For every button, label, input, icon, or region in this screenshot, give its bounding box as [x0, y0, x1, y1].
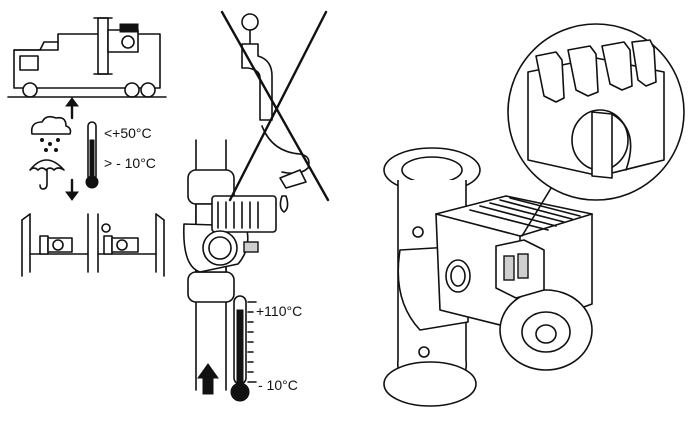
storage-min-temp-label: > - 10°C — [104, 155, 156, 171]
flow-direction-arrow-icon — [197, 363, 219, 395]
fluid-thermometer-icon — [230, 295, 257, 402]
umbrella-icon — [29, 159, 65, 190]
fluid-min-temp-label: - 10°C — [258, 377, 298, 393]
fluid-max-temp-label: +110°C — [256, 303, 303, 319]
speed-selector-detail-callout — [507, 23, 685, 237]
arrow-up-icon — [65, 97, 79, 120]
prohibited-faucet-illustration — [220, 10, 330, 213]
pump-on-pipe-illustration — [183, 195, 277, 273]
rain-cloud-icon — [30, 115, 72, 152]
storage-thermometer-icon — [85, 121, 99, 189]
circulation-pump-illustration — [383, 147, 593, 407]
storage-shelf-illustration — [21, 213, 165, 277]
arrow-down-icon — [65, 178, 79, 201]
storage-max-temp-label: <+50°C — [104, 125, 152, 141]
transport-truck-illustration — [7, 17, 167, 98]
